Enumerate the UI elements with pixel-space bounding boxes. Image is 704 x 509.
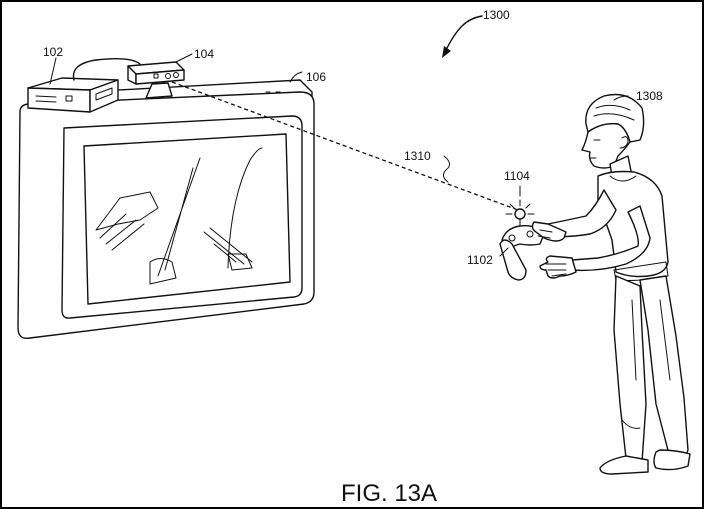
- camera-device: [127, 61, 185, 99]
- system-arrow: [442, 15, 483, 58]
- label-line-of-sight: 1310: [404, 149, 431, 163]
- label-user: 1308: [636, 89, 663, 103]
- label-camera: 104: [194, 47, 214, 61]
- display-device: [17, 79, 315, 339]
- camera-cable: [72, 57, 141, 81]
- game-controller: [499, 199, 545, 281]
- label-system: 1300: [483, 8, 510, 22]
- label-controller: 1102: [467, 253, 493, 267]
- game-console: [27, 77, 119, 113]
- figure-caption: FIG. 13A: [341, 480, 437, 507]
- label-display: 106: [306, 70, 326, 84]
- controller-leader: [499, 247, 509, 257]
- label-light: 1104: [504, 169, 530, 183]
- console-leader: [49, 57, 57, 85]
- user-figure: [531, 93, 691, 475]
- user-leader: [613, 95, 629, 101]
- screen-game-scene: [95, 147, 263, 285]
- line-of-sight: [171, 81, 519, 211]
- label-console: 102: [43, 45, 63, 59]
- display-leader: [289, 71, 303, 83]
- line-of-sight-leader: [442, 155, 450, 183]
- camera-leader: [175, 53, 193, 63]
